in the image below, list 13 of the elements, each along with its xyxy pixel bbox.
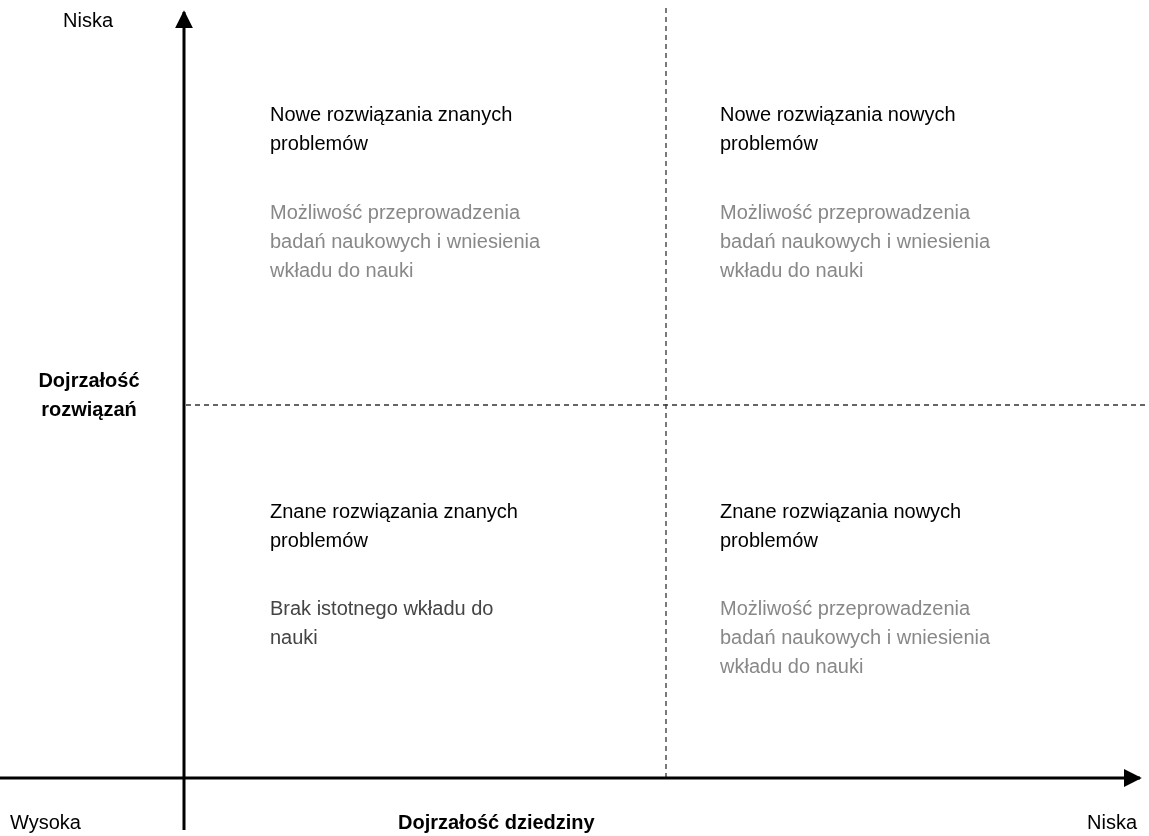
quadrant-heading: Znane rozwiązania nowych problemów xyxy=(720,499,963,553)
quadrant-heading: Nowe rozwiązania nowych problemów xyxy=(720,102,957,156)
axis-title: Dojrzałość rozwiązań xyxy=(37,368,141,422)
quadrant-description: Możliwość przeprowadzenia badań naukowych i wniesienia wkładu do nauki xyxy=(720,200,992,283)
axis-end-label: Niska xyxy=(1087,810,1137,835)
quadrant-description: Możliwość przeprowadzenia badań naukowych i wniesienia wkładu do nauki xyxy=(270,200,542,283)
quadrant-heading: Znane rozwiązania znanych problemów xyxy=(270,499,519,553)
axis-end-label: Wysoka xyxy=(10,810,81,835)
quadrant-description: Brak istotnego wkładu do nauki xyxy=(270,596,495,650)
quadrant-description: Możliwość przeprowadzenia badań naukowych i wniesienia wkładu do nauki xyxy=(720,596,992,679)
quadrant-heading: Nowe rozwiązania znanych problemów xyxy=(270,102,514,156)
axis-end-label: Niska xyxy=(63,8,113,33)
axis-title: Dojrzałość dziedziny xyxy=(398,810,595,835)
